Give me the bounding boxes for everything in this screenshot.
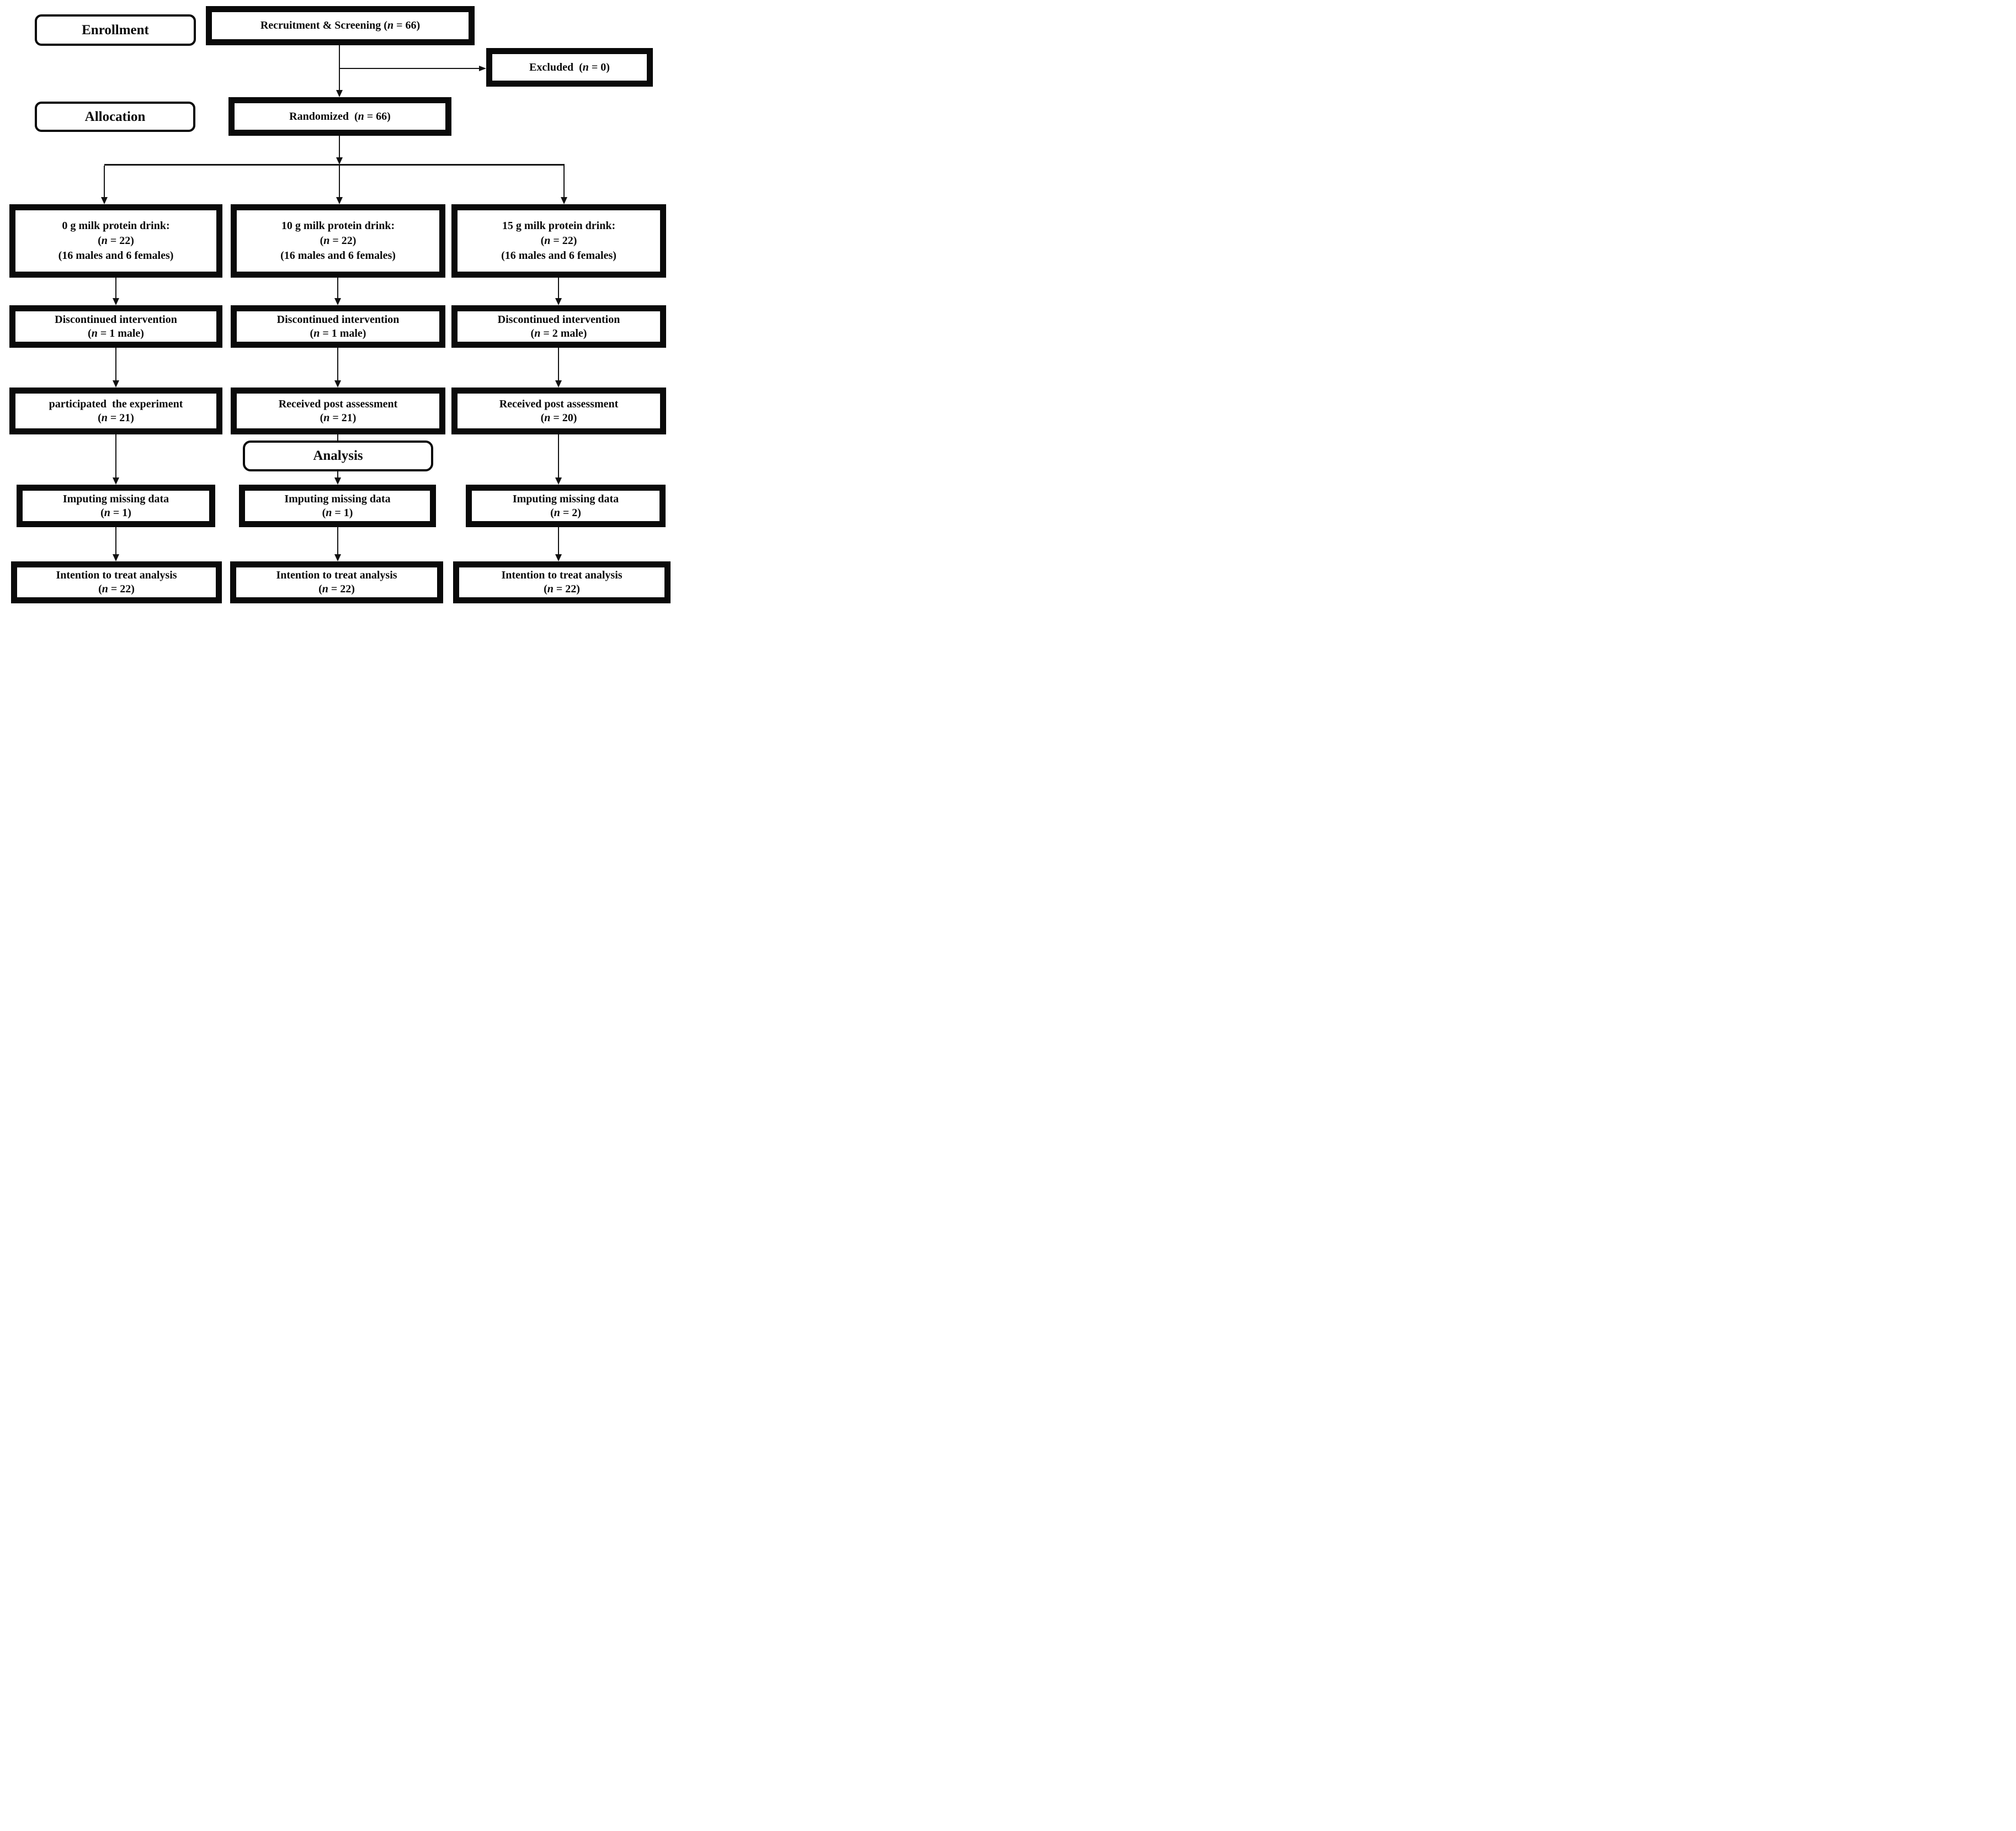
connector-imputing-itt-mid [337,527,338,554]
arm-10g-sex-split: (16 males and 6 females) [280,250,396,262]
excluded-text: Excluded (n = 0) [529,61,610,73]
connector-alloc-disc-mid [337,278,338,298]
arrowhead-into-arm-0g [101,197,108,204]
imputing-box-left: Imputing missing data (n = 1) [17,485,215,527]
excluded-box: Excluded (n = 0) [486,48,653,87]
imputing-box-right: Imputing missing data (n = 2) [466,485,666,527]
allocation-phase-label: Allocation [35,102,195,132]
itt-mid-n: (n = 22) [318,583,355,595]
arm-15g-allocation-box: 15 g milk protein drink: (n = 22) (16 ma… [451,204,666,278]
arrowhead-into-excluded [479,66,486,71]
analysis-phase-label: Analysis [243,440,433,471]
arrowhead-post-right [555,380,562,388]
itt-right-n: (n = 22) [544,583,580,595]
discontinued-box-mid: Discontinued intervention (n = 1 male) [231,305,445,348]
imputing-box-mid: Imputing missing data (n = 1) [239,485,436,527]
arm-0g-n: (n = 22) [98,235,134,247]
arm-0g-allocation-box: 0 g milk protein drink: (n = 22) (16 mal… [9,204,222,278]
imputing-mid-title: Imputing missing data [284,492,391,505]
split-line [104,164,565,166]
randomized-box: Randomized (n = 66) [228,97,451,136]
arrowhead-itt-left [113,554,119,561]
arrowhead-post-left [113,380,119,388]
connector-disc-post-mid [337,348,338,380]
arrowhead-into-arm-10g [336,197,343,204]
arm-10g-title: 10 g milk protein drink: [281,220,395,232]
participated-n: (n = 21) [98,411,134,424]
connector-post-imputing-left [115,434,116,477]
itt-box-mid: Intention to treat analysis (n = 22) [230,561,443,603]
imputing-right-n: (n = 2) [550,506,581,519]
connector-imputing-itt-left [115,527,116,554]
connector-imputing-itt-right [558,527,559,554]
imputing-left-n: (n = 1) [100,506,131,519]
itt-box-left: Intention to treat analysis (n = 22) [11,561,222,603]
arm-0g-title: 0 g milk protein drink: [62,220,170,232]
discontinued-mid-title: Discontinued intervention [276,313,400,326]
itt-box-right: Intention to treat analysis (n = 22) [453,561,671,603]
connector-alloc-disc-right [558,278,559,298]
connector-alloc-disc-left [115,278,116,298]
arrowhead-imputing-right [555,477,562,485]
connector-post-analysis [337,434,338,440]
arm-0g-sex-split: (16 males and 6 females) [58,250,174,262]
arrowhead-into-randomized [336,90,343,97]
participated-experiment-box: participated the experiment (n = 21) [9,388,222,434]
arrowhead-into-arm-15g [561,197,567,204]
itt-left-n: (n = 22) [98,583,135,595]
connector-analysis-imputing [337,471,338,477]
connector-disc-post-left [115,348,116,380]
discontinued-box-right: Discontinued intervention (n = 2 male) [451,305,666,348]
itt-right-title: Intention to treat analysis [501,569,623,581]
drop-to-arm-10g [339,166,340,197]
connector-to-excluded [339,68,479,69]
post-assessment-right-title: Received post assessment [499,397,619,410]
arrowhead-at-split [336,157,343,164]
discontinued-box-left: Discontinued intervention (n = 1 male) [9,305,222,348]
arrowhead-disc-right [555,298,562,305]
arm-10g-n: (n = 22) [320,235,357,247]
discontinued-left-title: Discontinued intervention [55,313,177,326]
drop-to-arm-15g [563,166,565,197]
imputing-mid-n: (n = 1) [322,506,353,519]
imputing-left-title: Imputing missing data [62,492,169,505]
arm-10g-allocation-box: 10 g milk protein drink: (n = 22) (16 ma… [231,204,445,278]
randomized-text: Randomized (n = 66) [289,110,391,123]
post-assessment-box-right: Received post assessment (n = 20) [451,388,666,434]
enrollment-phase-label: Enrollment [35,14,196,46]
recruitment-screening-box: Recruitment & Screening (n = 66) [206,6,475,45]
arrowhead-itt-right [555,554,562,561]
connector-disc-post-right [558,348,559,380]
itt-left-title: Intention to treat analysis [56,569,177,581]
discontinued-left-n: (n = 1 male) [88,327,144,339]
post-assessment-mid-title: Received post assessment [278,397,398,410]
connector-post-imputing-right [558,434,559,477]
arrowhead-imputing-left [113,477,119,485]
arrowhead-itt-mid [334,554,341,561]
participated-title: participated the experiment [49,397,183,410]
arrowhead-imputing-mid [334,477,341,485]
post-assessment-box-mid: Received post assessment (n = 21) [231,388,445,434]
connector-recruitment-to-randomized [339,45,340,90]
arrowhead-disc-left [113,298,119,305]
discontinued-mid-n: (n = 1 male) [310,327,366,339]
arrowhead-disc-mid [334,298,341,305]
post-assessment-right-n: (n = 20) [540,411,577,424]
arm-15g-n: (n = 22) [540,235,577,247]
discontinued-right-n: (n = 2 male) [530,327,587,339]
consort-flow-diagram: Enrollment Allocation Analysis Recruitme… [0,0,672,611]
arm-15g-title: 15 g milk protein drink: [502,220,616,232]
post-assessment-mid-n: (n = 21) [320,411,357,424]
connector-randomized-to-split [339,136,340,157]
allocation-phase-text: Allocation [84,109,146,124]
imputing-right-title: Imputing missing data [512,492,619,505]
arrowhead-post-mid [334,380,341,388]
enrollment-phase-text: Enrollment [82,22,149,38]
discontinued-right-title: Discontinued intervention [497,313,620,326]
itt-mid-title: Intention to treat analysis [276,569,397,581]
analysis-phase-text: Analysis [313,448,363,463]
recruitment-screening-text: Recruitment & Screening (n = 66) [260,19,421,31]
arm-15g-sex-split: (16 males and 6 females) [501,250,616,262]
drop-to-arm-0g [104,166,105,197]
